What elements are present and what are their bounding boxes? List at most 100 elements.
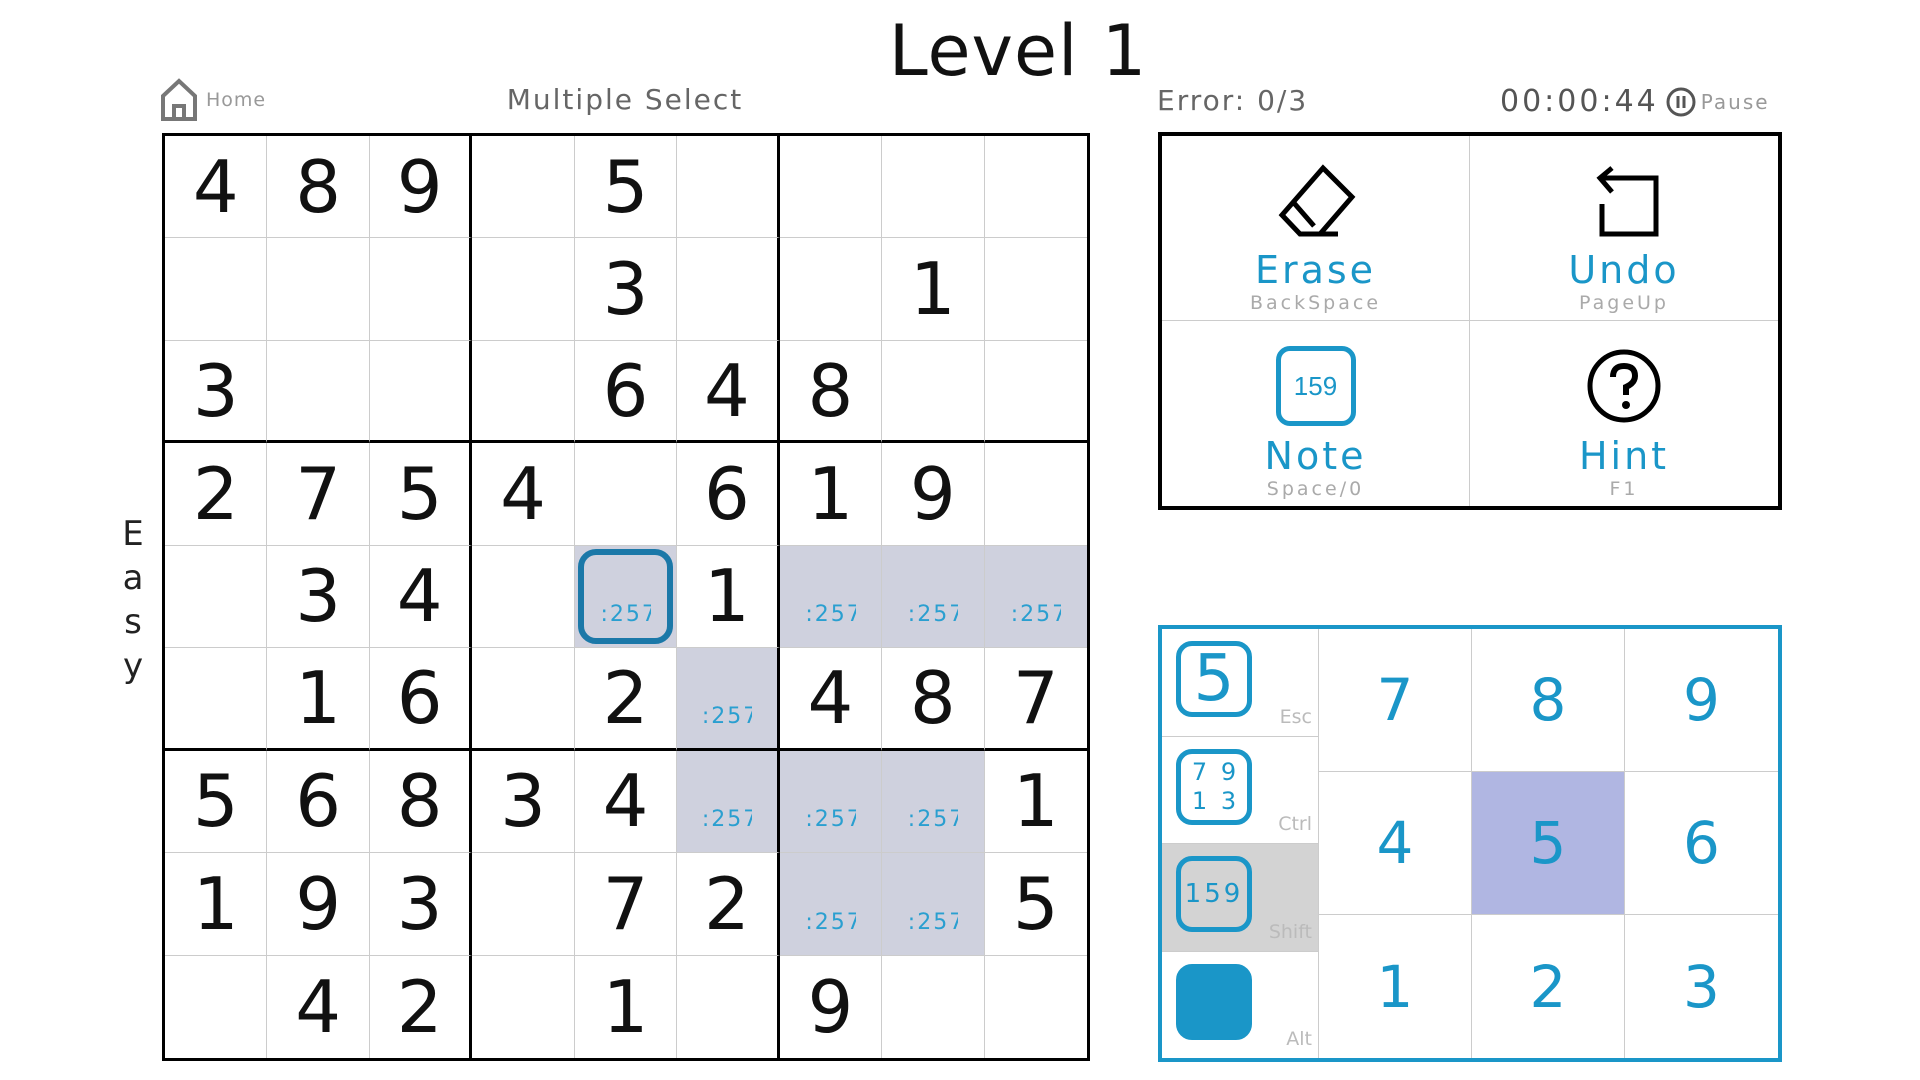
board-cell[interactable] bbox=[677, 955, 780, 1058]
board-cell[interactable] bbox=[472, 648, 575, 751]
board-cell[interactable]: 9 bbox=[267, 853, 370, 956]
mode-color[interactable]: Alt bbox=[1162, 952, 1318, 1059]
number-button-6[interactable]: 6 bbox=[1625, 772, 1778, 915]
board-cell[interactable]: 2 bbox=[677, 853, 780, 956]
board-cell[interactable]: 3 bbox=[369, 853, 473, 956]
board-cell[interactable] bbox=[984, 238, 1087, 341]
board-cell[interactable]: n:25789 bbox=[574, 545, 678, 649]
number-button-3[interactable]: 3 bbox=[1683, 952, 1720, 1021]
board-cell[interactable] bbox=[472, 238, 575, 341]
board-cell[interactable] bbox=[472, 340, 575, 444]
board-cell[interactable] bbox=[267, 340, 370, 444]
number-button-7[interactable]: 7 bbox=[1319, 629, 1472, 772]
board-cell[interactable]: n:25789 bbox=[779, 853, 883, 956]
board-cell[interactable]: n:25789 bbox=[677, 648, 780, 751]
board-cell[interactable]: 4 bbox=[267, 955, 370, 1058]
board-cell[interactable] bbox=[882, 136, 985, 239]
board-cell[interactable] bbox=[165, 648, 268, 751]
board-cell[interactable]: 6 bbox=[677, 443, 780, 546]
board-cell[interactable]: 6 bbox=[574, 340, 678, 444]
board-cell[interactable]: 4 bbox=[369, 545, 473, 649]
board-cell[interactable]: 8 bbox=[369, 750, 473, 854]
board-cell[interactable]: 5 bbox=[984, 853, 1087, 956]
mode-corner[interactable]: 7 9 1 3 Ctrl bbox=[1162, 737, 1318, 844]
board-cell[interactable]: 4 bbox=[779, 648, 883, 751]
board-cell[interactable] bbox=[882, 340, 985, 444]
board-cell[interactable]: n:25789 bbox=[677, 750, 780, 854]
board-cell[interactable]: 4 bbox=[165, 136, 268, 239]
board-cell[interactable] bbox=[165, 238, 268, 341]
board-cell[interactable] bbox=[985, 956, 1087, 1058]
board-cell[interactable] bbox=[267, 238, 370, 341]
board-cell[interactable]: 5 bbox=[165, 750, 268, 854]
board-cell[interactable] bbox=[369, 238, 473, 341]
mode-single[interactable]: 5 Esc bbox=[1162, 629, 1318, 737]
board-cell[interactable]: 1 bbox=[575, 955, 678, 1058]
number-button-1[interactable]: 1 bbox=[1319, 915, 1472, 1058]
board-cell[interactable]: 9 bbox=[780, 955, 883, 1058]
board-cell[interactable]: 1 bbox=[984, 751, 1087, 854]
board-cell[interactable]: n:25789 bbox=[984, 545, 1087, 649]
board-cell[interactable]: 1 bbox=[779, 443, 883, 546]
board-cell[interactable]: 8 bbox=[882, 648, 985, 751]
board-cell[interactable] bbox=[472, 545, 575, 649]
board-cell[interactable]: 2 bbox=[574, 648, 678, 751]
board-cell[interactable]: 7 bbox=[574, 853, 678, 956]
pause-button[interactable]: Pause bbox=[1665, 86, 1770, 118]
board-cell[interactable]: 1 bbox=[165, 853, 268, 956]
board-cell[interactable]: 8 bbox=[267, 136, 370, 239]
board-cell[interactable]: 1 bbox=[267, 648, 370, 751]
board-cell[interactable] bbox=[472, 853, 575, 956]
board-cell[interactable]: 4 bbox=[472, 443, 575, 546]
board-cell[interactable]: 7 bbox=[984, 648, 1087, 751]
note-button[interactable]: 159 Note Space/0 bbox=[1162, 321, 1470, 506]
board-cell[interactable]: 4 bbox=[677, 340, 780, 444]
board-cell[interactable] bbox=[984, 136, 1087, 239]
board-cell[interactable]: 1 bbox=[882, 238, 985, 341]
number-button-9[interactable]: 9 bbox=[1625, 629, 1778, 772]
erase-button[interactable]: Erase BackSpace bbox=[1162, 136, 1470, 321]
board-cell[interactable]: n:25789 bbox=[882, 545, 985, 649]
number-button-4[interactable]: 4 bbox=[1319, 772, 1472, 915]
hint-button[interactable]: Hint F1 bbox=[1470, 321, 1778, 506]
board-cell[interactable]: 9 bbox=[369, 136, 473, 239]
number-button-5[interactable]: 5 bbox=[1472, 772, 1625, 915]
board-cell[interactable]: 5 bbox=[369, 443, 473, 546]
board-cell[interactable]: 6 bbox=[369, 648, 473, 751]
board-cell[interactable]: 3 bbox=[267, 545, 370, 649]
board-cell[interactable]: n:25789 bbox=[779, 545, 883, 649]
number-button-8[interactable]: 8 bbox=[1472, 629, 1625, 772]
board-cell[interactable]: n:25789 bbox=[882, 853, 985, 956]
board-cell[interactable]: 3 bbox=[472, 750, 575, 854]
mode-center[interactable]: 159 Shift bbox=[1162, 844, 1318, 952]
board-cell[interactable]: 9 bbox=[882, 443, 985, 546]
board-cell[interactable] bbox=[984, 443, 1087, 546]
board-cell[interactable]: 6 bbox=[267, 750, 370, 854]
board-cell[interactable] bbox=[882, 955, 985, 1058]
board-cell[interactable] bbox=[472, 136, 575, 239]
board-cell[interactable]: n:25789 bbox=[779, 750, 883, 854]
board-cell[interactable] bbox=[677, 238, 780, 341]
board-cell[interactable]: 3 bbox=[165, 340, 268, 444]
number-button-2[interactable]: 2 bbox=[1472, 915, 1625, 1058]
board-cell[interactable] bbox=[165, 955, 268, 1058]
board-cell[interactable]: 2 bbox=[370, 955, 473, 1058]
board-cell[interactable] bbox=[677, 136, 780, 239]
board-cell[interactable]: 2 bbox=[165, 443, 268, 546]
board-cell[interactable]: 7 bbox=[267, 443, 370, 546]
board-cell[interactable] bbox=[369, 340, 473, 444]
board-cell[interactable] bbox=[574, 443, 678, 546]
board-cell[interactable] bbox=[779, 136, 883, 239]
undo-button[interactable]: Undo PageUp bbox=[1470, 136, 1778, 321]
board-cell[interactable] bbox=[984, 341, 1087, 444]
board-cell[interactable] bbox=[165, 545, 268, 649]
home-button[interactable]: Home bbox=[160, 78, 266, 122]
board-cell[interactable] bbox=[779, 238, 883, 341]
board-cell[interactable] bbox=[472, 955, 575, 1058]
board-cell[interactable]: 4 bbox=[574, 750, 678, 854]
board-cell[interactable]: 1 bbox=[677, 545, 780, 649]
board-cell[interactable]: 5 bbox=[574, 136, 678, 239]
board-cell[interactable]: 3 bbox=[574, 238, 678, 341]
board-cell[interactable]: n:25789 bbox=[882, 750, 985, 854]
board-cell[interactable]: 8 bbox=[779, 340, 883, 444]
